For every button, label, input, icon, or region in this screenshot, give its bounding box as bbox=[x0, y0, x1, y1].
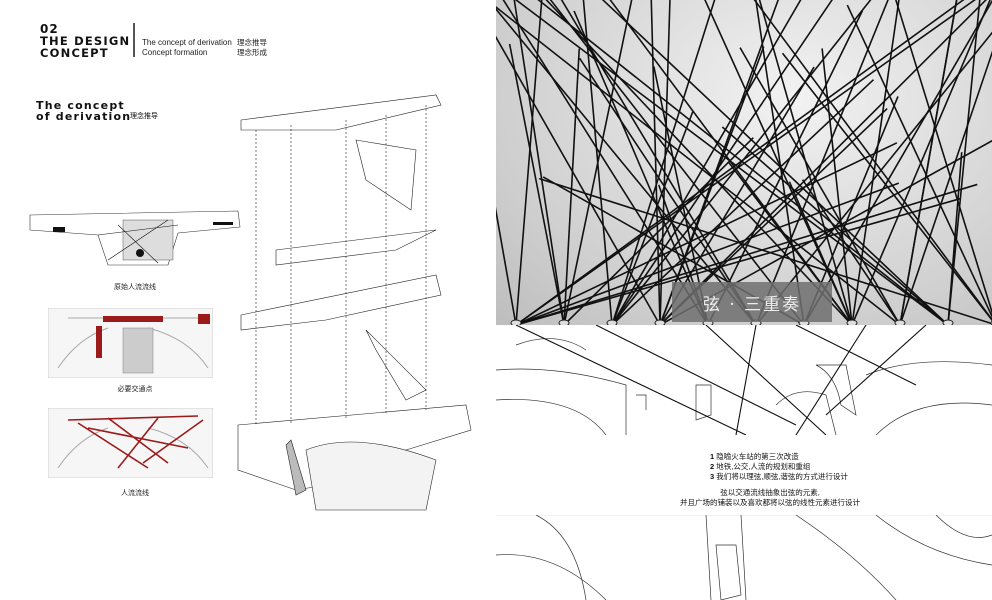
string-anchor bbox=[654, 319, 666, 325]
string-line bbox=[515, 0, 976, 325]
string-line bbox=[707, 10, 864, 325]
string-line bbox=[611, 0, 716, 325]
string-line bbox=[821, 48, 853, 325]
string-art-photo bbox=[496, 0, 992, 325]
caption-people-flow: 人流流线 bbox=[121, 490, 149, 497]
summary-line: 弦以交通流线抽象出弦的元素, bbox=[720, 488, 820, 497]
point-number: 3 bbox=[710, 472, 715, 481]
string-line bbox=[601, 0, 949, 325]
string-line bbox=[899, 50, 992, 325]
string-line bbox=[755, 31, 992, 325]
caption-traffic-points: 必要交通点 bbox=[117, 386, 153, 393]
point-text: 地铁,公交,人流的规划和重组 bbox=[716, 462, 811, 471]
string-line bbox=[549, 0, 805, 325]
plan-traffic-points bbox=[48, 308, 213, 378]
string-anchor bbox=[846, 319, 858, 325]
string-line bbox=[753, 0, 992, 321]
exploded-axonometric-diagram bbox=[237, 94, 472, 511]
sub-cn-2: 理念形成 bbox=[237, 47, 267, 57]
string-line bbox=[513, 0, 565, 325]
string-line bbox=[611, 79, 875, 325]
heading-line: The concept bbox=[36, 99, 125, 112]
string-line bbox=[947, 0, 981, 325]
string-line bbox=[659, 0, 671, 325]
point-item: 1 隐喻火车站的第三次改造 bbox=[710, 452, 990, 462]
string-line bbox=[611, 0, 833, 325]
string-line bbox=[801, 179, 901, 325]
string-line bbox=[538, 177, 992, 325]
string-line bbox=[755, 0, 805, 325]
string-line bbox=[739, 47, 901, 325]
sub-en-1: The concept of derivation bbox=[142, 38, 232, 47]
string-line bbox=[514, 0, 949, 325]
string-line bbox=[515, 183, 978, 325]
plan-original-flow bbox=[29, 210, 241, 266]
string-line bbox=[611, 0, 802, 325]
string-line bbox=[563, 0, 633, 325]
sub-cn-1: 理念推导 bbox=[237, 38, 267, 47]
string-line bbox=[846, 4, 992, 319]
string-line bbox=[659, 0, 987, 325]
string-line bbox=[611, 111, 694, 325]
string-line bbox=[851, 0, 900, 325]
string-line bbox=[537, 0, 949, 325]
string-line bbox=[582, 0, 613, 325]
design-points: 1 隐喻火车站的第三次改造 2 地铁,公交,人流的规划和重组 3 我们将以理弦,… bbox=[710, 452, 990, 482]
string-line bbox=[803, 0, 992, 325]
plan-people-flow bbox=[48, 408, 213, 478]
string-line bbox=[515, 197, 961, 325]
title-line: CONCEPT bbox=[40, 46, 109, 60]
string-anchor bbox=[558, 319, 570, 325]
string-line bbox=[578, 57, 757, 325]
string-lines bbox=[496, 0, 992, 325]
string-line bbox=[650, 0, 661, 325]
string-anchor bbox=[942, 319, 954, 325]
site-plan-lower bbox=[496, 515, 992, 600]
string-line bbox=[515, 182, 900, 325]
string-line bbox=[781, 52, 992, 322]
string-line bbox=[560, 0, 757, 325]
string-line bbox=[563, 48, 581, 325]
string-anchor bbox=[606, 319, 618, 325]
point-text: 我们将以理弦,顺弦,谐弦的方式进行设计 bbox=[716, 472, 848, 481]
summary-line: 并且广场的铺装以及喜欢都将以弦的线性元素进行设计 bbox=[680, 498, 860, 507]
point-item: 2 地铁,公交,人流的规划和重组 bbox=[710, 462, 990, 472]
sub-en-2: Concept formation bbox=[142, 47, 208, 57]
string-line bbox=[563, 137, 754, 325]
string-line bbox=[508, 43, 565, 325]
string-line bbox=[515, 0, 543, 325]
caption-original-flow: 原始人流流线 bbox=[114, 284, 156, 291]
string-line bbox=[515, 0, 965, 325]
point-text: 隐喻火车站的第三次改造 bbox=[716, 452, 799, 461]
photo-title-badge: 弦 · 三重奏 bbox=[672, 282, 832, 322]
point-number: 1 bbox=[710, 452, 715, 461]
site-plan-upper bbox=[496, 325, 992, 435]
subtitle-cn: 理念推导理念形成 bbox=[237, 38, 267, 57]
string-anchor bbox=[510, 319, 522, 325]
string-line bbox=[515, 142, 898, 325]
concept-heading-cn: 理念推导 bbox=[130, 113, 158, 120]
title-line: THE DESIGN bbox=[40, 34, 131, 48]
string-anchor bbox=[894, 319, 906, 325]
heading-line: of derivation bbox=[36, 110, 132, 123]
point-item: 3 我们将以理弦,顺弦,谐弦的方式进行设计 bbox=[710, 472, 990, 482]
string-line bbox=[496, 206, 517, 325]
string-line bbox=[895, 0, 992, 315]
string-line bbox=[851, 0, 991, 325]
summary-text: 弦以交通流线抽象出弦的元素, 并且广场的铺装以及喜欢都将以弦的线性元素进行设计 bbox=[630, 488, 910, 508]
string-line bbox=[899, 0, 958, 325]
string-line bbox=[502, 0, 709, 325]
string-line bbox=[496, 6, 901, 325]
divider bbox=[133, 23, 135, 57]
section-number: 02 bbox=[40, 22, 59, 36]
point-number: 2 bbox=[710, 462, 715, 471]
